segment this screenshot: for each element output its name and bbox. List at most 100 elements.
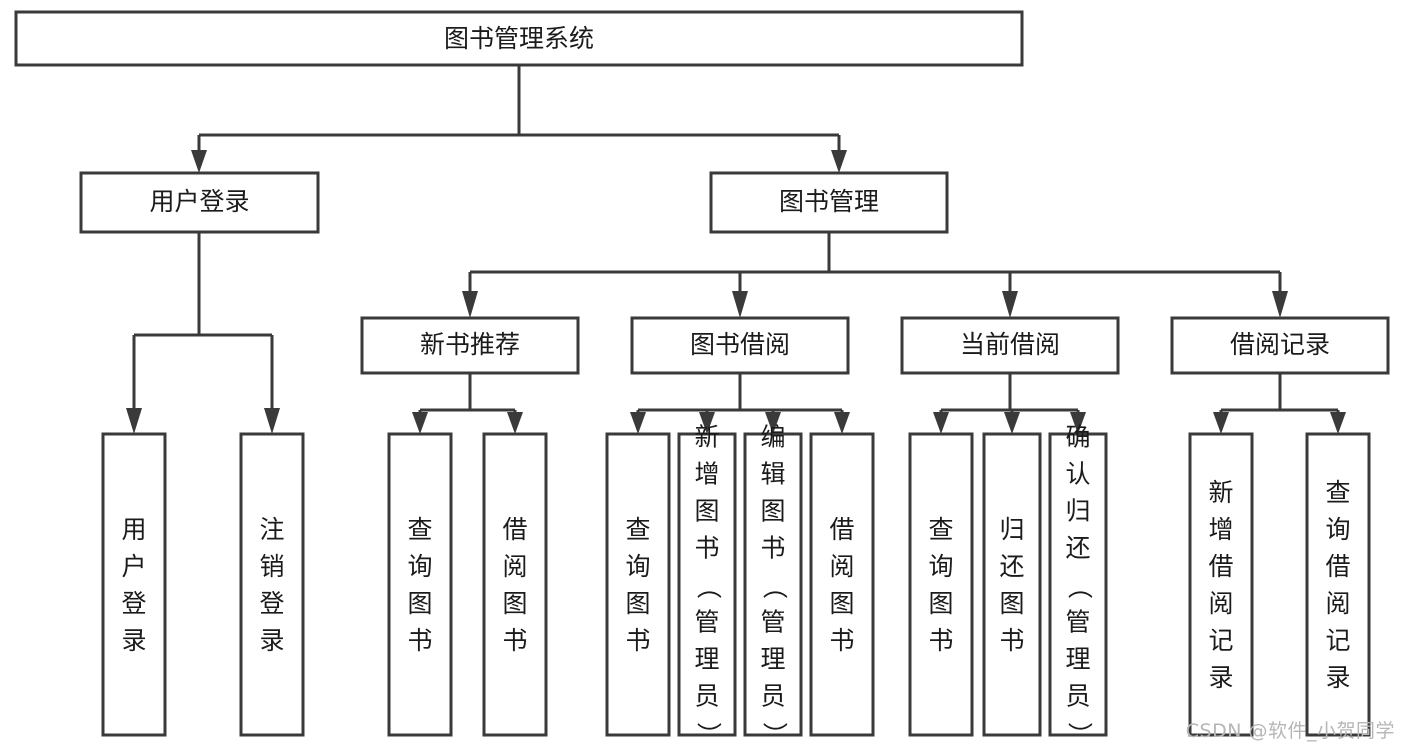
arrow-head-leaf-query-book-3 — [933, 412, 949, 434]
node-leaf-add-record-box[interactable] — [1188, 432, 1254, 737]
node-leaf-query-book-1-box[interactable] — [387, 432, 453, 737]
node-leaf-query-book-2-box[interactable] — [605, 432, 671, 737]
svg-text:书: 书 — [928, 626, 953, 655]
node-borrow-record[interactable]: 借阅记录 — [1170, 316, 1390, 375]
svg-text:管: 管 — [760, 608, 785, 637]
node-book-manage-box[interactable] — [709, 171, 949, 234]
svg-text:图: 图 — [999, 589, 1024, 618]
node-current-borrow[interactable]: 当前借阅 — [900, 316, 1120, 375]
node-leaf-borrow-book-2-box[interactable] — [809, 432, 875, 737]
svg-text:户: 户 — [121, 552, 146, 581]
node-book-borrow[interactable]: 图书借阅 — [630, 316, 850, 375]
node-leaf-query-record-box[interactable] — [1305, 432, 1371, 737]
svg-text:还: 还 — [1065, 534, 1090, 563]
svg-text:注: 注 — [259, 515, 284, 544]
node-leaf-user-login-box[interactable] — [101, 432, 167, 737]
node-user-login-label: 用户登录 — [149, 187, 249, 216]
svg-text:管: 管 — [1065, 608, 1090, 637]
node-current-borrow-label: 当前借阅 — [960, 330, 1060, 359]
arrow-head-leaf-user-login — [126, 408, 142, 434]
node-leaf-user-login[interactable]: 用户登录 — [101, 432, 167, 737]
svg-text:理: 理 — [1065, 645, 1090, 674]
arrow-head-leaf-query-record — [1330, 412, 1346, 434]
node-leaf-confirm-return-box[interactable] — [1048, 432, 1108, 737]
svg-text:图: 图 — [694, 497, 719, 526]
svg-text:阅: 阅 — [829, 552, 854, 581]
node-root-label: 图书管理系统 — [444, 24, 594, 53]
svg-text:确: 确 — [1065, 423, 1090, 452]
node-book-borrow-box[interactable] — [630, 316, 850, 375]
svg-text:图: 图 — [928, 589, 953, 618]
svg-text:图: 图 — [502, 589, 527, 618]
svg-text:书: 书 — [407, 626, 432, 655]
arrow-head-user-login — [191, 150, 207, 173]
svg-text:询: 询 — [928, 552, 953, 581]
svg-text:书: 书 — [694, 534, 719, 563]
node-book-manage[interactable]: 图书管理 — [709, 171, 949, 234]
svg-text:）: ） — [760, 722, 789, 747]
node-leaf-borrow-book-1-box[interactable] — [482, 432, 548, 737]
node-user-login[interactable]: 用户登录 — [79, 171, 320, 234]
arrow-head-new-book-rec — [462, 291, 478, 318]
arrow-head-leaf-borrow-book-1 — [507, 412, 523, 434]
svg-text:阅: 阅 — [502, 552, 527, 581]
svg-text:（: （ — [760, 574, 789, 599]
node-root-box[interactable] — [14, 10, 1024, 67]
arrow-head-leaf-add-record — [1213, 412, 1229, 434]
svg-text:新: 新 — [1208, 478, 1233, 507]
node-leaf-return-book-box[interactable] — [982, 432, 1042, 737]
node-new-book-rec[interactable]: 新书推荐 — [360, 316, 580, 375]
svg-text:归: 归 — [1065, 497, 1090, 526]
svg-text:理: 理 — [694, 645, 719, 674]
node-leaf-add-book-box[interactable] — [677, 432, 737, 737]
svg-text:借: 借 — [1208, 552, 1233, 581]
arrow-head-leaf-return-book — [1004, 412, 1020, 434]
svg-text:录: 录 — [1208, 663, 1233, 692]
node-current-borrow-box[interactable] — [900, 316, 1120, 375]
node-new-book-rec-box[interactable] — [360, 316, 580, 375]
node-borrow-record-box[interactable] — [1170, 316, 1390, 375]
arrow-head-current-borrow — [1002, 291, 1018, 318]
svg-text:图: 图 — [407, 589, 432, 618]
svg-text:用: 用 — [121, 515, 146, 544]
svg-text:询: 询 — [625, 552, 650, 581]
svg-text:辑: 辑 — [760, 460, 785, 489]
node-leaf-user-logout-box[interactable] — [239, 432, 305, 737]
svg-text:理: 理 — [760, 645, 785, 674]
svg-text:）: ） — [1065, 722, 1094, 747]
node-new-book-rec-label: 新书推荐 — [420, 330, 520, 359]
svg-text:）: ） — [694, 722, 723, 747]
svg-text:录: 录 — [259, 626, 284, 655]
node-leaf-query-book-3-box[interactable] — [908, 432, 974, 737]
arrow-head-borrow-record — [1272, 291, 1288, 318]
node-user-login-box[interactable] — [79, 171, 320, 234]
node-root[interactable]: 图书管理系统 — [14, 10, 1024, 67]
svg-text:员: 员 — [694, 682, 719, 711]
svg-text:书: 书 — [760, 534, 785, 563]
svg-text:图: 图 — [829, 589, 854, 618]
arrow-head-leaf-query-book-1 — [412, 412, 428, 434]
svg-text:查: 查 — [1325, 478, 1350, 507]
node-leaf-edit-book-box[interactable] — [743, 432, 803, 737]
